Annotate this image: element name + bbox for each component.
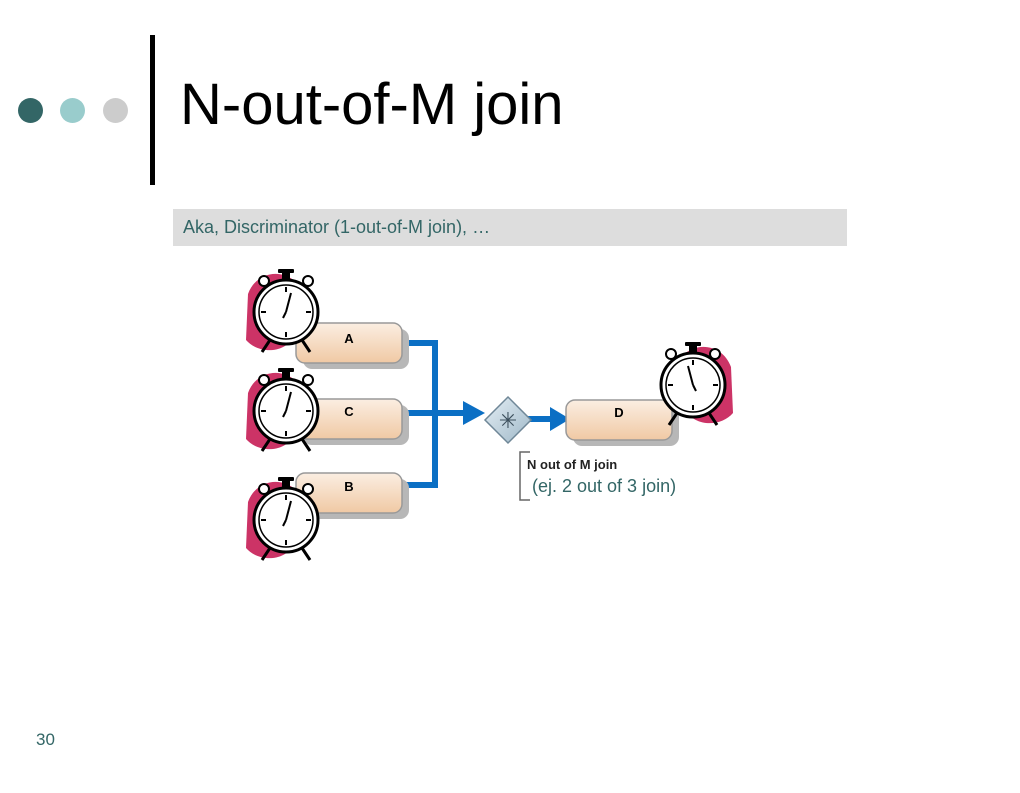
subtitle-box: Aka, Discriminator (1-out-of-M join), … [173,209,847,246]
join-asterisk-icon: ✳ [499,408,517,433]
task-box-a: A [295,322,409,369]
flow-arrow-join [463,401,485,425]
example-note: (ej. 2 out of 3 join) [532,476,676,496]
task-label-c: C [344,404,354,419]
join-label: N out of M join [527,457,617,472]
annotation-bracket [519,451,530,501]
slide-number: 30 [36,730,55,749]
stopwatch-icon [244,475,320,562]
bullet-dot-light [60,98,85,123]
task-box-b: B [295,472,409,519]
title-divider [150,35,155,185]
bullet-dot-dark [18,98,43,123]
bullet-dot-grey [103,98,128,123]
join-gateway: ✳ [483,395,533,445]
flow-arrow-d [550,407,570,431]
task-box-d: D [565,399,679,446]
task-label-d: D [614,405,623,420]
slide-title: N-out-of-M join [180,72,564,137]
task-label-a: A [344,331,354,346]
task-label-b: B [344,479,353,494]
